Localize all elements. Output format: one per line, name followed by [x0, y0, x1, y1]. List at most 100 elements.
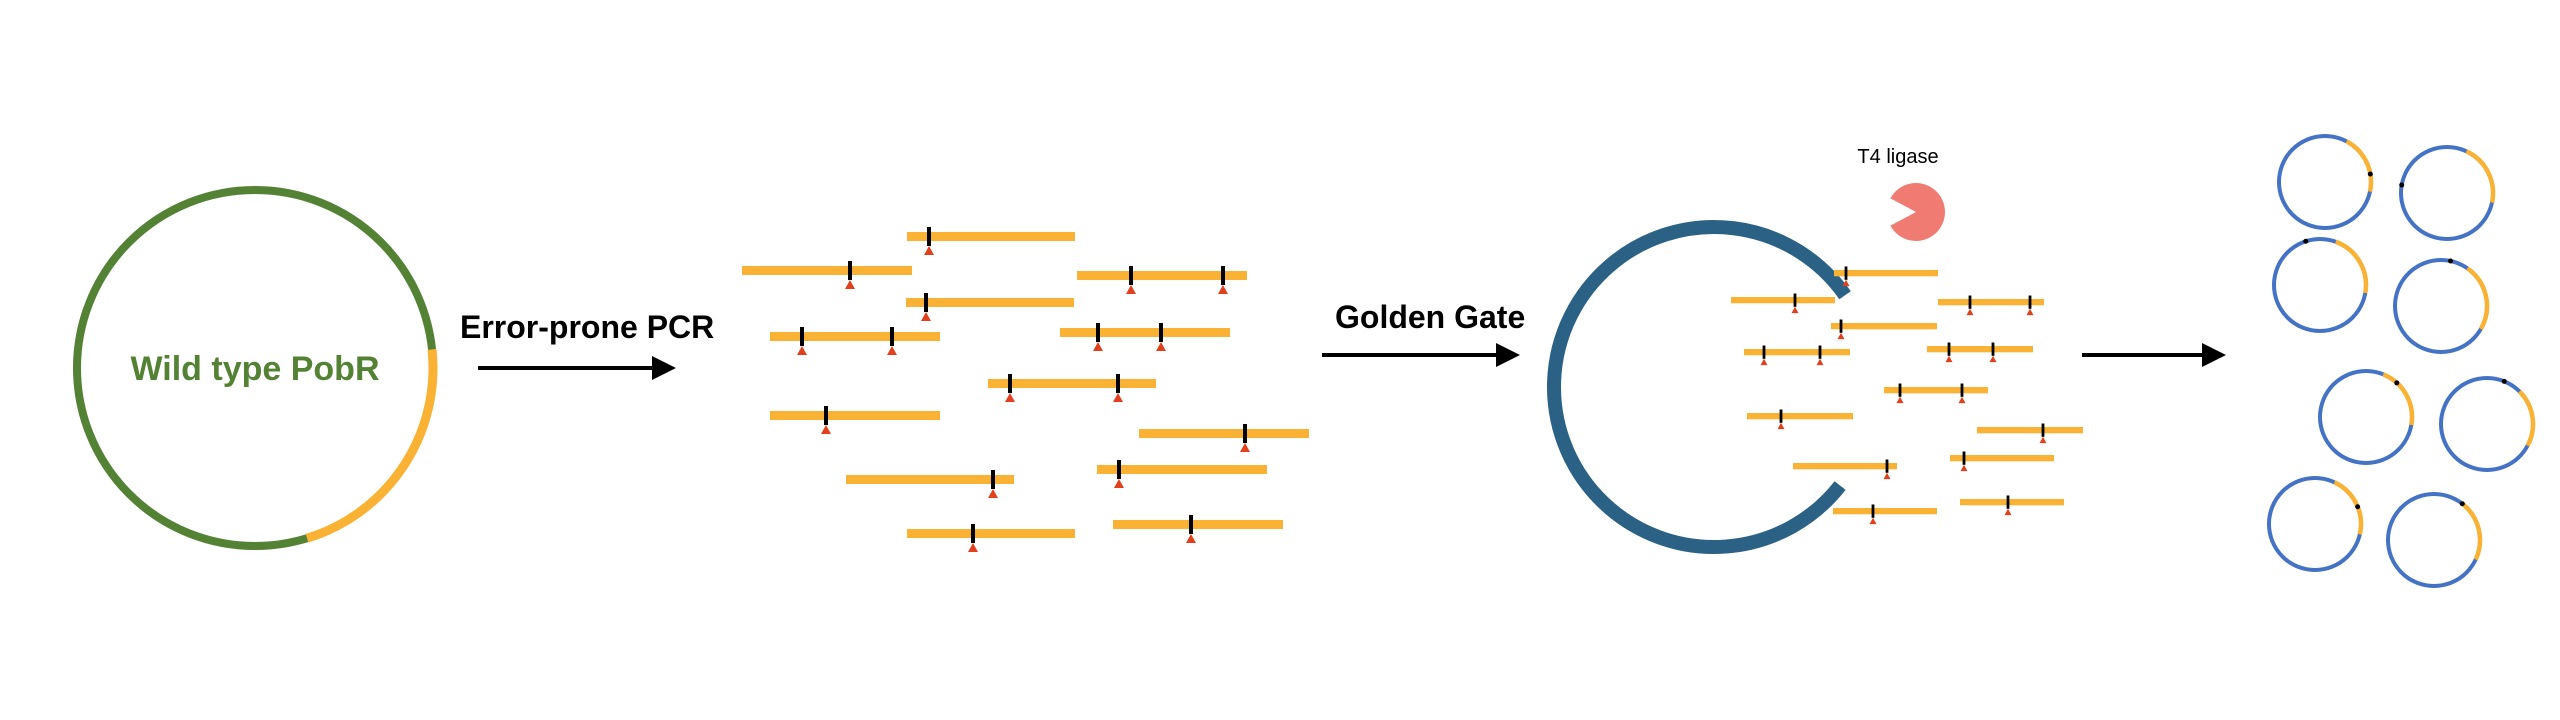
mutation-mark: [2399, 182, 2405, 188]
dna-fragment: [1831, 319, 1937, 340]
dna-fragment: [907, 524, 1075, 552]
dna-fragment: [770, 406, 940, 434]
enzyme-label: T4 ligase: [1857, 146, 1938, 168]
t4-ligase: T4 ligase: [1857, 146, 1946, 241]
fragment-bar: [1831, 323, 1937, 330]
mutant-plasmid: [2318, 369, 2415, 465]
mutation-mark: [2355, 504, 2361, 510]
plasmid-insert-segment: [2466, 266, 2490, 331]
mutation-arrow: [1114, 479, 1124, 488]
mutation-arrow: [1093, 342, 1103, 351]
mutation-arrow: [1760, 358, 1768, 366]
mutation-mark: [1129, 266, 1133, 285]
dna-fragment: [742, 261, 912, 289]
mutation-arrow: [1896, 396, 1904, 404]
fragment-bar: [1960, 499, 2064, 506]
mutation-mark: [1968, 295, 1972, 309]
dna-fragment: [1139, 424, 1309, 452]
dna-fragment: [1097, 460, 1267, 488]
mutation-arrow: [1816, 358, 1824, 366]
mutation-mark: [1779, 409, 1783, 423]
fragment-bar: [907, 529, 1075, 538]
mutation-mark: [848, 261, 852, 280]
mutation-arrow: [968, 543, 978, 552]
mutation-mark: [1818, 345, 1822, 359]
step-golden-gate: Golden Gate: [1322, 299, 1525, 367]
fragment-bar: [1833, 508, 1937, 515]
mutant-plasmid: [2277, 134, 2374, 230]
mutation-arrow: [845, 280, 855, 289]
dna-fragment: [988, 374, 1156, 402]
step-label: Error-prone PCR: [460, 309, 714, 345]
mutation-mark: [2394, 380, 2400, 386]
fragment-bar: [1731, 297, 1835, 304]
mutation-arrow: [2004, 508, 2012, 516]
dna-fragment: [770, 327, 940, 355]
mutant-plasmid: [2439, 376, 2536, 472]
mutation-mark: [1189, 515, 1193, 534]
mutation-arrow: [1958, 396, 1966, 404]
mutation-mark: [1960, 383, 1964, 397]
ligase-enzyme-icon: [1890, 183, 1946, 241]
fragment-bar: [988, 379, 1156, 388]
mutation-arrow: [1989, 355, 1997, 363]
mutation-arrow: [1837, 332, 1845, 340]
dna-fragment: [1950, 451, 2054, 472]
mutant-plasmid: [2399, 145, 2496, 241]
mutation-mark: [971, 524, 975, 543]
dna-fragment: [1938, 295, 2044, 316]
fragment-bar: [906, 298, 1074, 307]
mutation-arrow: [988, 489, 998, 498]
plasmid-insert-segment: [2517, 389, 2536, 447]
fragment-bar: [1139, 429, 1309, 438]
mutation-arrow: [1777, 422, 1785, 430]
dna-fragment: [1884, 383, 1988, 404]
mutation-mark: [2459, 501, 2465, 507]
dna-fragment: [846, 470, 1014, 498]
mutation-arrow: [1005, 393, 1015, 402]
fragment-bar: [1077, 271, 1247, 280]
mutant-plasmid: [2393, 258, 2490, 354]
plasmid-insert-segment: [2465, 149, 2496, 204]
mutation-arrow: [1945, 355, 1953, 363]
dna-fragment: [1060, 323, 1230, 351]
mutation-mark: [824, 406, 828, 425]
fragment-bar: [1834, 270, 1938, 277]
mutation-mark: [1762, 345, 1766, 359]
plasmid-insert-segment: [305, 348, 438, 543]
assembly-fragments: [1731, 266, 2083, 525]
mutation-mark: [1844, 266, 1848, 280]
mutation-mark: [1159, 323, 1163, 342]
dna-fragment: [1960, 495, 2064, 516]
wild-type-plasmid: Wild type PobR: [73, 186, 438, 550]
mutation-arrow: [1186, 534, 1196, 543]
mutation-mark: [1991, 342, 1995, 356]
dna-fragment: [1744, 345, 1850, 366]
plasmid-insert-segment: [2382, 372, 2415, 426]
mutation-mark: [800, 327, 804, 346]
mutation-arrow: [2026, 308, 2034, 316]
plasmid-insert-segment: [2334, 239, 2369, 294]
mutation-arrow: [1791, 306, 1799, 314]
fragment-bar: [742, 266, 912, 275]
fragment-bar: [1060, 328, 1230, 337]
mutation-arrow: [821, 425, 831, 434]
fragment-bar: [1884, 387, 1988, 394]
mutation-mark: [1885, 459, 1889, 473]
dna-fragment: [1793, 459, 1897, 480]
mutation-mark: [991, 470, 995, 489]
mutant-plasmid-library: [2267, 134, 2536, 588]
fragment-bar: [770, 411, 940, 420]
mutation-arrow: [1218, 285, 1228, 294]
mutation-arrow: [1842, 279, 1850, 287]
fragment-bar: [846, 475, 1014, 484]
fragment-bar: [770, 332, 940, 341]
fragment-bar: [1977, 427, 2083, 434]
fragment-bar: [1927, 346, 2033, 353]
dna-fragment: [1731, 293, 1835, 314]
fragment-bar: [1744, 349, 1850, 356]
mutation-mark: [927, 227, 931, 246]
fragment-bar: [1793, 463, 1897, 470]
linearized-vector: [1547, 220, 1851, 554]
